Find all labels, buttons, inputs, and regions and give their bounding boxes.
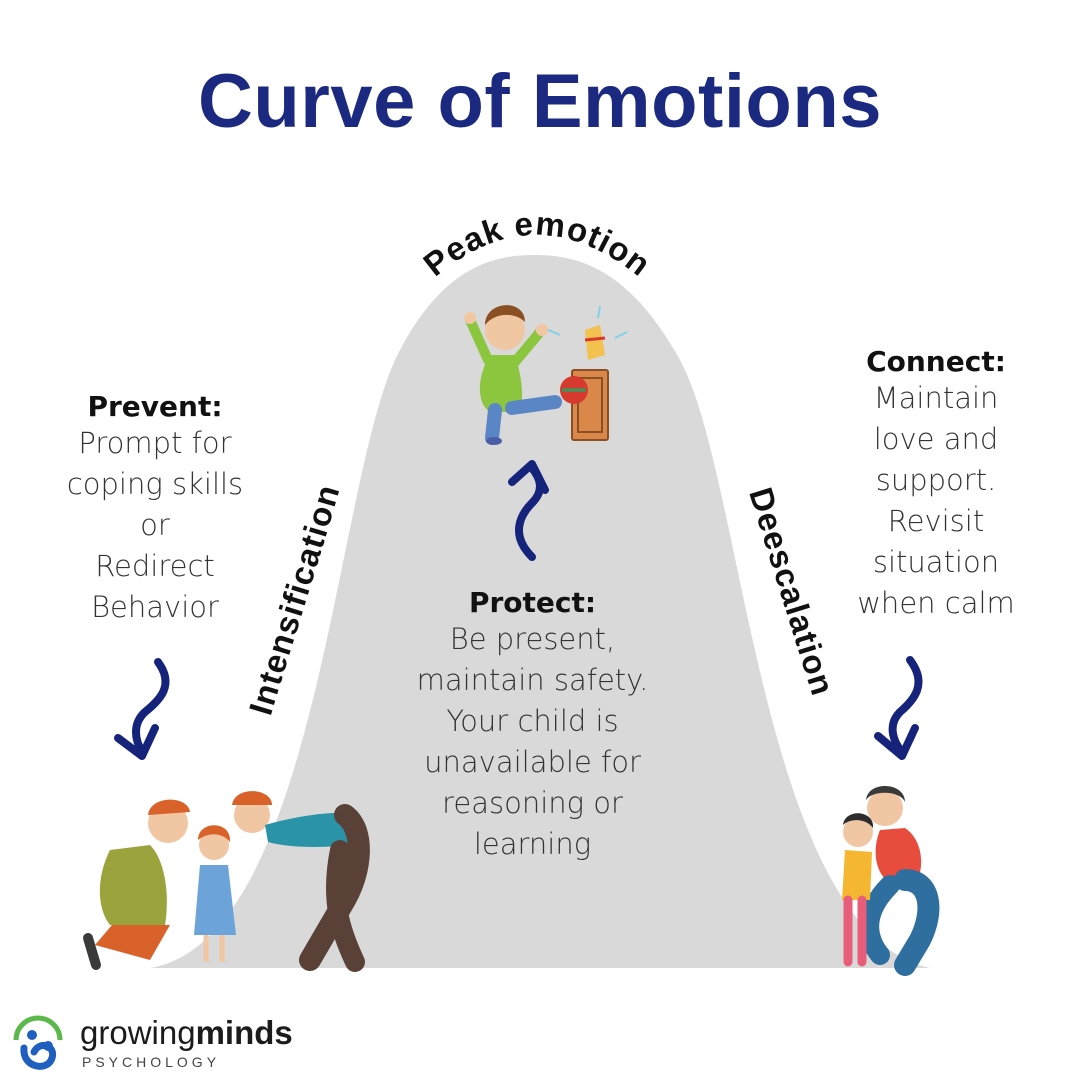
connect-line: situation xyxy=(872,545,1000,579)
page-title: Curve of Emotions xyxy=(197,59,883,144)
logo-subtitle: PSYCHOLOGY xyxy=(82,1054,221,1070)
connect-line: support. xyxy=(875,463,997,497)
prevent-line: Redirect xyxy=(95,549,215,583)
prevent-down-arrow-icon xyxy=(114,658,170,760)
logo-wordmark: growingminds xyxy=(80,1014,293,1052)
connect-down-arrow-icon xyxy=(874,656,923,760)
parents-and-child-illustration xyxy=(83,791,370,972)
emotion-curve xyxy=(150,255,930,968)
tantrum-child-illustration xyxy=(464,305,628,445)
mother-hug-illustration xyxy=(842,785,940,976)
protect-heading: Protect: xyxy=(468,586,597,619)
logo-word-regular: growing xyxy=(80,1014,196,1051)
protect-line: Your child is xyxy=(446,704,619,738)
prevent-line: coping skills xyxy=(66,467,244,501)
protect-line: reasoning or xyxy=(442,786,623,820)
connect-line: Revisit xyxy=(887,504,985,538)
protect-line: maintain safety. xyxy=(416,663,649,697)
protect-line: learning xyxy=(473,827,592,861)
prevent-line: Prompt for xyxy=(78,426,232,460)
growing-minds-logo-icon xyxy=(13,1015,63,1070)
protect-block: Protect: Be present, maintain safety. Yo… xyxy=(390,586,675,865)
connect-line: Maintain xyxy=(873,381,999,415)
logo-word-bold: minds xyxy=(195,1014,293,1051)
brand-logo: growingminds PSYCHOLOGY xyxy=(10,1012,330,1076)
protect-line: Be present, xyxy=(449,622,616,656)
protect-line: unavailable for xyxy=(424,745,641,779)
connect-heading: Connect: xyxy=(866,345,1006,378)
prevent-line: Behavior xyxy=(91,590,219,624)
connect-block: Connect: Maintain love and support. Revi… xyxy=(836,345,1036,624)
connect-line: love and xyxy=(873,422,999,456)
protect-up-arrow-icon xyxy=(508,460,549,561)
prevent-heading: Prevent: xyxy=(87,390,223,423)
connect-line: when calm xyxy=(857,586,1015,620)
prevent-line: or xyxy=(140,508,170,542)
prevent-block: Prevent: Prompt for coping skills or Red… xyxy=(40,390,270,628)
